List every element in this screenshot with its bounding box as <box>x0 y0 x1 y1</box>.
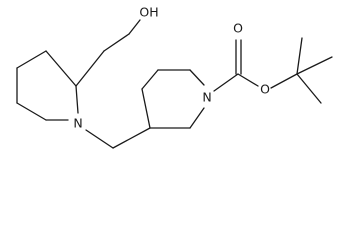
bond-tbutyl-methyl-top <box>296 37 303 75</box>
bond-linker-b <box>112 127 151 149</box>
bond-ester-tbutyl <box>270 73 298 89</box>
boc-group <box>213 37 333 104</box>
atom-labels: OH N N O O <box>73 5 270 131</box>
hydroxyl-oxygen-label: OH <box>139 5 158 20</box>
bond-ring1-f <box>45 50 77 87</box>
bond-n-carbonyl <box>213 73 239 92</box>
bond-linker-a <box>85 129 114 149</box>
bond-ring1-e <box>75 85 79 114</box>
bond-ring1-c <box>16 102 47 121</box>
bond-ring1-a <box>16 50 47 69</box>
ester-oxygen-label: O <box>260 82 270 97</box>
bond-tbutyl-methyl-bottom <box>296 73 322 104</box>
left-piperidine-ring <box>16 50 79 121</box>
methylene-linker <box>85 127 151 149</box>
right-nitrogen-label: N <box>202 90 211 105</box>
bond-ring2-e <box>189 107 205 129</box>
chemical-structure: OH N N O O <box>16 5 333 149</box>
bond-chain-a <box>75 50 105 87</box>
bond-chain-b <box>103 33 130 52</box>
left-nitrogen-label: N <box>73 116 82 131</box>
bond-ring2-a <box>141 88 151 129</box>
bond-ring2-b <box>141 69 159 90</box>
bond-tbutyl-methyl-right <box>296 56 333 75</box>
bond-ring2-d <box>189 69 205 86</box>
right-piperidine-ring <box>141 69 205 129</box>
carbonyl-oxygen-label: O <box>233 21 243 36</box>
bond-carbonyl-ester <box>237 73 259 87</box>
hydroxyethyl-chain <box>75 19 141 87</box>
bond-chain-c <box>128 19 141 35</box>
